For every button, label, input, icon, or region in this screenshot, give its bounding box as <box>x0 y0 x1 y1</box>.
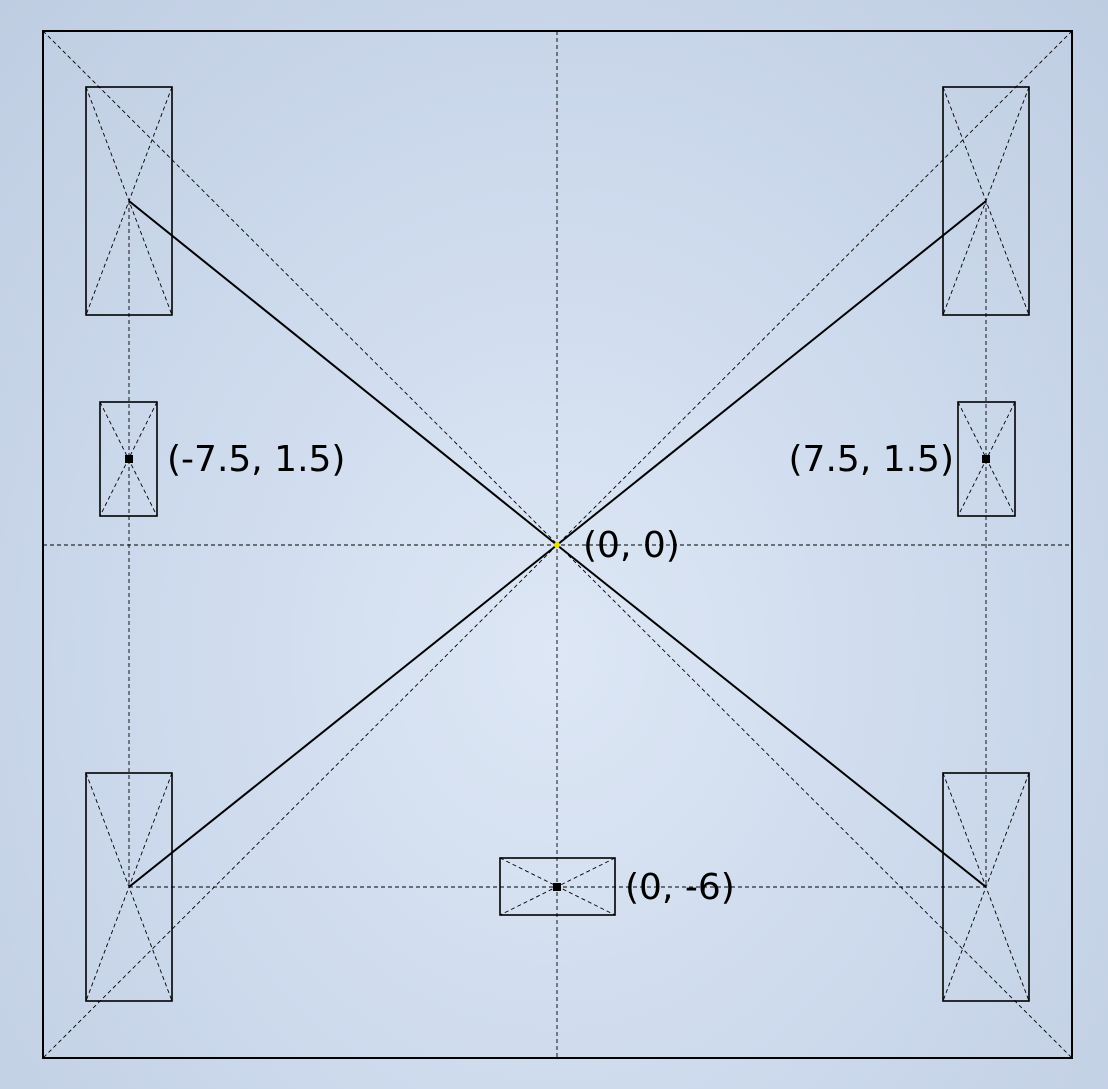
point-left[interactable] <box>125 455 133 463</box>
label-left-point: (-7.5, 1.5) <box>167 439 345 480</box>
label-right-point: (7.5, 1.5) <box>789 439 954 480</box>
cross-line-bottom-right <box>556 544 987 888</box>
cross-line-top-left <box>128 200 558 546</box>
cross-line-top-right <box>556 200 987 546</box>
rect-top-left <box>85 86 173 316</box>
outer-boundary-rect <box>42 30 1073 1059</box>
rect-top-right <box>942 86 1030 316</box>
point-bottom[interactable] <box>553 883 561 891</box>
origin-point[interactable] <box>554 542 560 548</box>
rect-bottom-left <box>85 772 173 1002</box>
main-cross-lines <box>128 200 987 888</box>
point-right[interactable] <box>982 455 990 463</box>
cross-line-bottom-left <box>128 544 558 888</box>
rect-bottom-right <box>942 772 1030 1002</box>
label-bottom-point: (0, -6) <box>625 867 735 908</box>
label-origin: (0, 0) <box>583 525 680 566</box>
